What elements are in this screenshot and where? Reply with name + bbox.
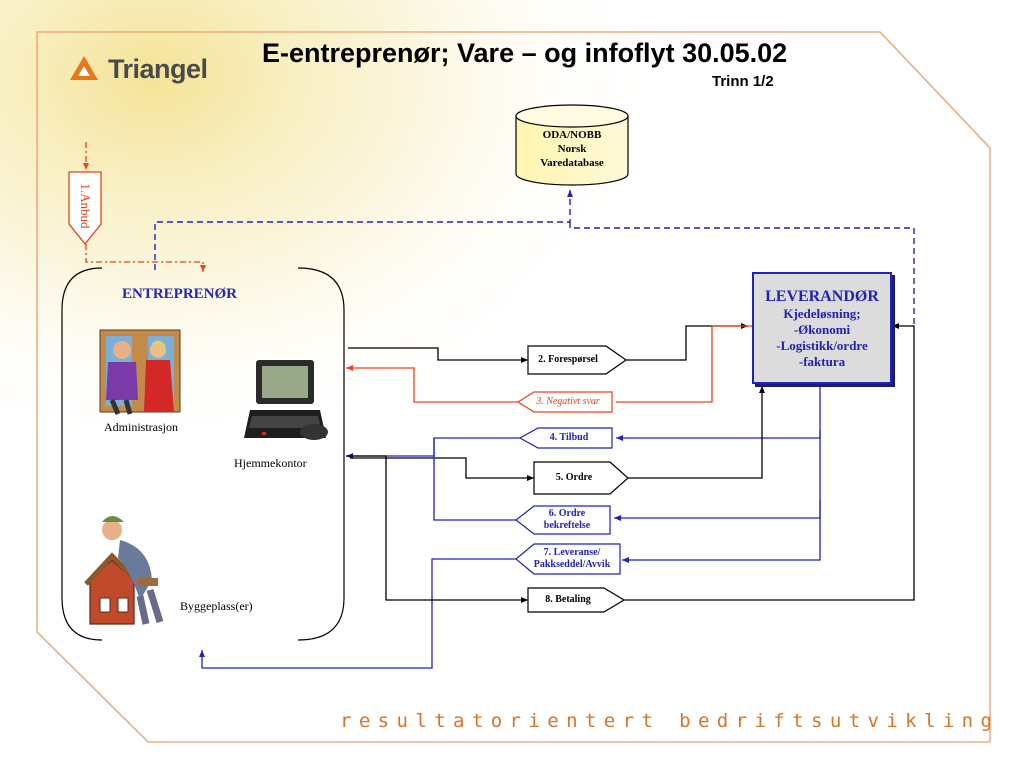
laptop-illustration bbox=[244, 360, 328, 440]
leverandor-box: LEVERANDØR Kjedeløsning; -Økonomi -Logis… bbox=[752, 272, 892, 384]
flow-line-negativt-in bbox=[616, 325, 752, 403]
database-line1: ODA/NOBB bbox=[542, 129, 602, 141]
leverandor-line1: Kjedeløsning; bbox=[783, 306, 861, 321]
label-leveranse-line1: 7. Leveranse/ bbox=[543, 547, 601, 558]
anbud-label: 1.Anbud bbox=[78, 183, 93, 229]
flow-line-ordre-in bbox=[350, 457, 534, 481]
byggeplass-label: Byggeplass(er) bbox=[180, 599, 253, 613]
flow-line-foresporsel-in bbox=[348, 347, 528, 363]
flow-box-betaling bbox=[527, 587, 626, 613]
flow-line-ordre-out bbox=[628, 386, 765, 479]
database-line2: Norsk bbox=[557, 143, 587, 155]
label-leveranse-line2: Pakkseddel/Avvik bbox=[533, 559, 611, 570]
leverandor-line2: -Økonomi bbox=[793, 322, 851, 337]
slide-title: E-entreprenør; Vare – og infoflyt 30.05.… bbox=[262, 38, 788, 68]
label-leveranse: 7. Leveranse/ Pakkseddel/Avvik bbox=[524, 547, 620, 571]
database-line3: Varedatabase bbox=[540, 157, 604, 169]
people-illustration bbox=[99, 329, 181, 415]
leverandor-line3: -Logistikk/ordre bbox=[776, 338, 868, 353]
database-label: ODA/NOBB Norsk Varedatabase bbox=[518, 128, 626, 170]
leverandor-line4: -faktura bbox=[798, 354, 846, 369]
logo: Triangel bbox=[68, 54, 208, 85]
flow-line-betaling-out bbox=[624, 323, 915, 601]
builder-illustration bbox=[84, 516, 164, 625]
flow-line-negativt-out bbox=[346, 365, 518, 403]
administrasjon-label: Administrasjon bbox=[104, 420, 178, 434]
logo-text: Triangel bbox=[108, 54, 208, 84]
label-negativt-svar: 3. Negativt svar bbox=[536, 396, 600, 407]
flow-box-tilbud bbox=[518, 427, 613, 449]
label-tilbud: 4. Tilbud bbox=[549, 432, 589, 443]
hjemmekontor-label: Hjemmekontor bbox=[234, 456, 307, 470]
leverandor-title: LEVERANDØR bbox=[765, 288, 879, 305]
database-link-leverandor bbox=[569, 222, 915, 326]
triangel-logo-icon bbox=[70, 56, 98, 80]
entreprenor-bracket-left bbox=[61, 267, 103, 641]
flow-line-leveranse-in bbox=[622, 500, 821, 563]
label-ordre-bekreftelse-line2: bekreftelse bbox=[543, 520, 591, 531]
flow-box-leveranse bbox=[515, 543, 621, 575]
flow-box-ordre-bekreftelse bbox=[515, 505, 611, 535]
footer-tagline: resultatorientert bedriftsutvikling bbox=[340, 710, 1000, 732]
label-ordre-bekreftelse-line1: 6. Ordre bbox=[548, 508, 586, 519]
label-ordre-bekreftelse: 6. Ordre bekreftelse bbox=[524, 508, 610, 532]
database-link-entreprenor bbox=[154, 190, 573, 270]
flow-line-leveranse-out bbox=[199, 558, 516, 669]
flow-line-bekreftelse-out bbox=[433, 438, 516, 521]
flow-box-negativt-svar bbox=[516, 391, 613, 413]
database-cylinder bbox=[515, 104, 629, 186]
entreprenor-title: ENTREPRENØR bbox=[122, 286, 238, 302]
anbud-arrow-bottom bbox=[85, 244, 206, 272]
label-ordre: 5. Ordre bbox=[555, 472, 593, 483]
slide-frame bbox=[36, 31, 991, 743]
label-foresporsel: 2. Forespørsel bbox=[538, 354, 598, 365]
label-betaling: 8. Betaling bbox=[545, 594, 591, 605]
flow-box-ordre bbox=[533, 461, 629, 495]
flow-line-betaling-in bbox=[346, 455, 528, 603]
slide-subtitle: Trinn 1/2 bbox=[712, 73, 774, 90]
flow-box-foresporsel bbox=[527, 345, 628, 375]
entreprenor-bracket-right bbox=[297, 267, 345, 641]
anbud-pentagon bbox=[68, 171, 102, 246]
